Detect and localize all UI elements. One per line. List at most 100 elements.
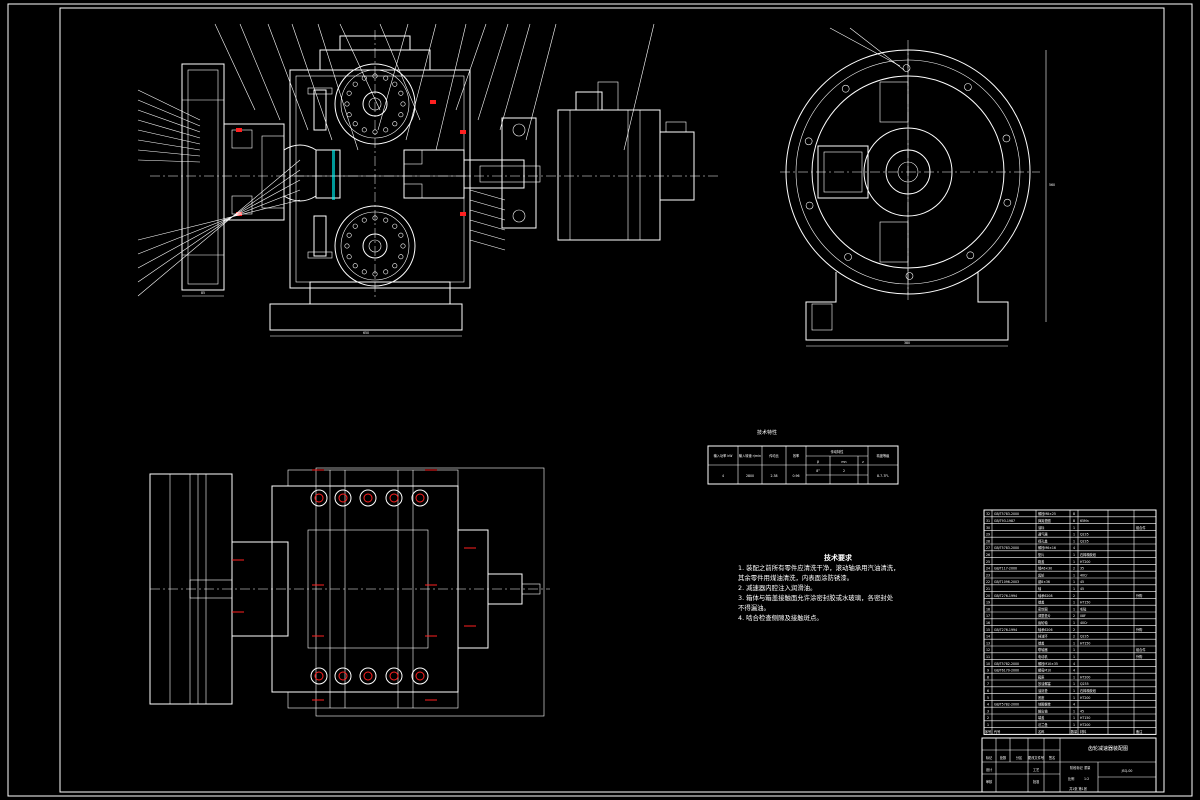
bolt-head — [385, 489, 403, 507]
parts-list-cell: 1 — [1073, 723, 1075, 727]
leader-line — [137, 169, 301, 283]
bolt-hole — [905, 272, 914, 280]
bolt-mark — [415, 493, 425, 503]
parts-list-cell: GB/T117-2000 — [994, 567, 1017, 571]
parts-list-header-cell: 名称 — [1038, 729, 1045, 734]
parts-list-cell: 9 — [987, 669, 989, 673]
bolt-hole — [805, 201, 814, 210]
leader-line — [469, 239, 506, 251]
parts-list-header-cell: 材料 — [1080, 729, 1087, 734]
parts-list-cell: 24 — [986, 567, 990, 571]
parts-list-cell: 轴 — [1038, 586, 1041, 591]
parts-list-cell: 1 — [1073, 526, 1075, 530]
bolt-hole — [1003, 198, 1012, 207]
parts-list-cell: 挡油环 — [1038, 634, 1048, 639]
leader-line — [137, 139, 201, 151]
char-v7: 8-7-7FL — [877, 474, 889, 478]
parts-list-cell: GB/T5783-2000 — [994, 512, 1019, 516]
tech-req-line-3: 2. 减速器内腔注入润滑油。 — [738, 583, 816, 592]
parts-list-cell: 1 — [1073, 716, 1075, 720]
parts-list-cell: 35 — [1080, 567, 1084, 571]
tb-sheet-info: 共1张 第1张 — [1069, 786, 1088, 791]
parts-list-cell: 端盖 — [1038, 600, 1045, 605]
characteristics-table: 技术特性 输入功率 kW 输入转速 r/min 传动比 效率 传动特性 β mn… — [707, 429, 899, 485]
leader-line — [214, 23, 256, 111]
parts-list-cell: 23 — [986, 573, 990, 577]
gear-hole — [398, 90, 404, 96]
leader-line — [499, 23, 531, 131]
parts-list-cell: 16 — [986, 621, 990, 625]
parts-list-cell: 1 — [1073, 580, 1075, 584]
leader-line — [435, 23, 467, 151]
parts-list-cell: 28 — [986, 539, 990, 543]
parts-list-cell: GB/T5782-2000 — [994, 703, 1019, 707]
bolt-hole — [966, 251, 975, 260]
parts-list-cell: 1 — [1073, 539, 1075, 543]
bolt-mark — [415, 671, 425, 681]
parts-list-cell: 08F — [1080, 614, 1086, 618]
dim-side-width: 380 — [904, 341, 910, 345]
parts-list-cell: 5 — [987, 696, 989, 700]
parts-list-cell: 垫片 — [1038, 552, 1044, 557]
leader-line — [267, 23, 309, 131]
parts-list-cell: 1 — [1073, 560, 1075, 564]
parts-list-cell: 视孔盖 — [1038, 538, 1048, 543]
parts-list-cell: 40Cr — [1080, 573, 1088, 577]
parts-list-cell: 电动机 — [1038, 654, 1048, 659]
gear-hole — [344, 243, 350, 249]
gear-hole — [383, 217, 389, 223]
gear-hole — [392, 81, 398, 87]
parts-list-cell: 11 — [986, 655, 990, 659]
parts-list-cell: 石棉橡胶纸 — [1080, 688, 1097, 693]
leader-line — [137, 99, 201, 127]
inner-border — [59, 7, 1165, 793]
parts-list-cell: 1 — [1073, 641, 1075, 645]
leader-line — [137, 159, 301, 297]
parts-list-cell: 1 — [1073, 682, 1075, 686]
parts-list-cell: GB/T1096-2003 — [994, 580, 1019, 584]
parts-list-cell: 27 — [986, 546, 990, 550]
parts-list-cell: HT150 — [1080, 601, 1090, 605]
tb-drawing-number: JSQ-00 — [1121, 769, 1133, 773]
tech-req-line-5: 不得漏油。 — [738, 603, 770, 612]
tb-label-count: 处数 — [1000, 755, 1007, 760]
dim-front-left: 85 — [201, 291, 205, 295]
parts-list-cell: 2 — [1073, 628, 1075, 632]
gear-hole — [383, 269, 389, 275]
parts-list-cell: 21 — [986, 587, 990, 591]
parts-list-cell: HT200 — [1080, 560, 1090, 564]
leader-line — [317, 23, 359, 151]
parts-list-cell: 螺栓M10×35 — [1038, 661, 1058, 666]
tb-label-sign: 签名 — [1049, 755, 1055, 760]
char-h1: 输入转速 r/min — [739, 453, 761, 458]
bolt-mark — [389, 493, 399, 503]
parts-list-cell: 油标 — [1038, 525, 1045, 530]
bolt-mark — [314, 493, 324, 503]
leader-line — [377, 23, 409, 131]
parts-list-cell: 螺母M10 — [1038, 668, 1051, 673]
tb-scale-label: 比例 — [1068, 776, 1074, 781]
parts-list-cell: 组合件 — [1136, 525, 1146, 530]
bolt-head — [334, 667, 352, 685]
tech-req-line-2: 其余零件用煤油清洗，内表面涂防锈漆。 — [738, 573, 853, 582]
parts-list-cell: 1 — [1073, 696, 1075, 700]
parts-list-cell: 4 — [1073, 669, 1075, 673]
parts-list-cell: 32 — [986, 512, 990, 516]
parts-list-cell: 1 — [1073, 709, 1075, 713]
parts-list-cell: 8 — [1073, 519, 1075, 523]
tb-scale: 1:2 — [1084, 777, 1089, 781]
leader-line — [137, 149, 201, 157]
parts-list-cell: 13 — [986, 641, 990, 645]
parts-list-cell: 石棉橡胶纸 — [1080, 552, 1097, 557]
parts-list-cell: 外购 — [1136, 593, 1142, 598]
parts-list-cell: 1 — [1073, 621, 1075, 625]
gear-hole — [383, 127, 389, 133]
parts-list-header-cell: 序号 — [985, 729, 991, 734]
parts-list-cell: Q235 — [1080, 682, 1089, 686]
gear-hole — [352, 121, 358, 127]
bolt-head — [411, 489, 429, 507]
parts-list-cell: 8 — [1073, 512, 1075, 516]
parts-list-cell: 26 — [986, 553, 990, 557]
char-v2: 2.38 — [770, 474, 777, 478]
